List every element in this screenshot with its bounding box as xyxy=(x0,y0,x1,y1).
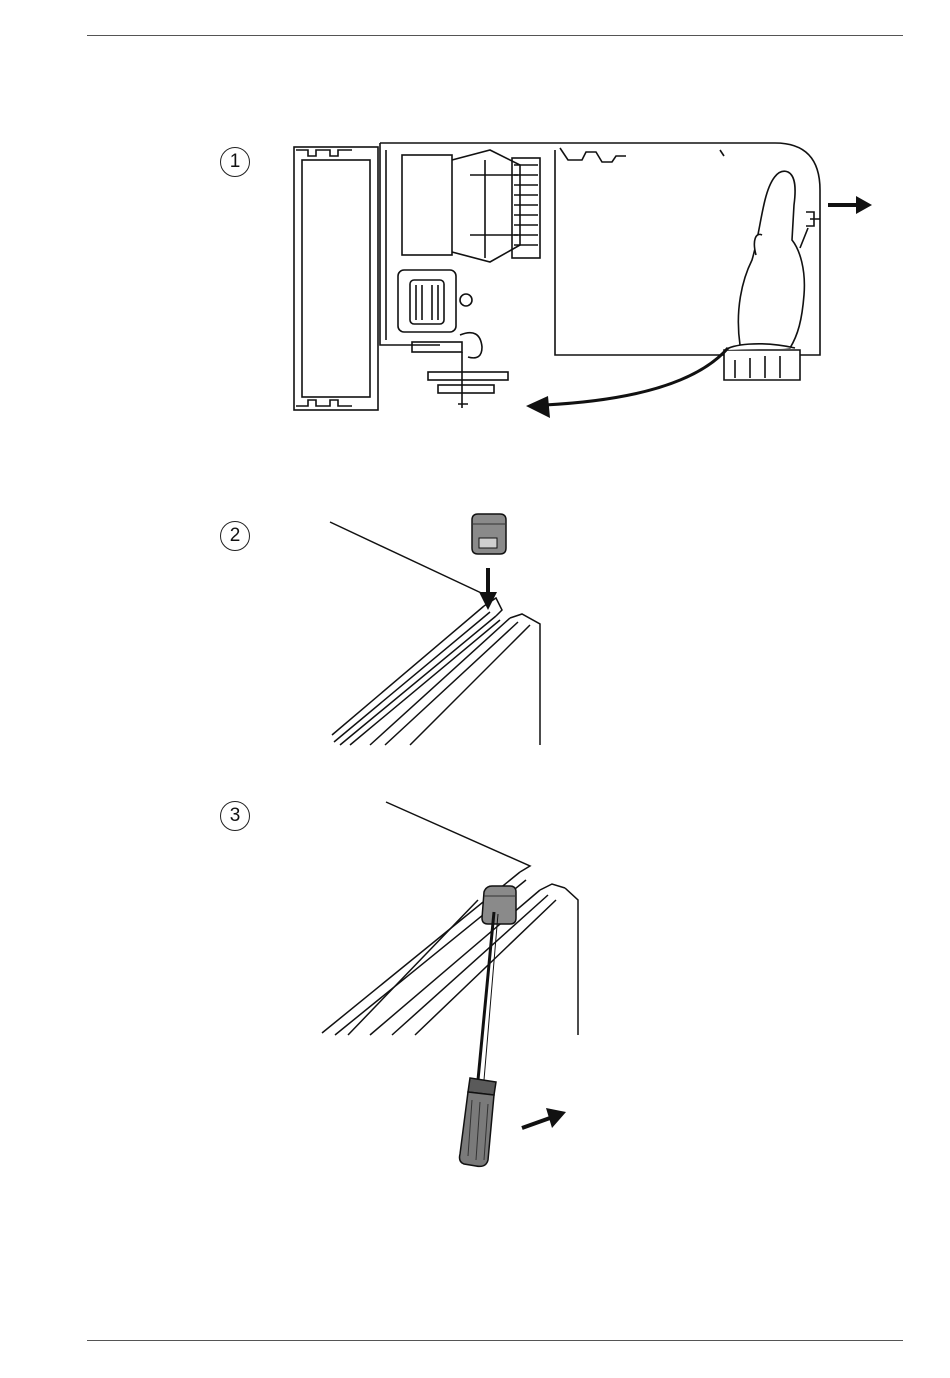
lever-arrow xyxy=(522,1108,566,1128)
end-cap xyxy=(482,886,516,924)
screwdriver xyxy=(460,912,499,1166)
profile-grooves xyxy=(322,872,578,1035)
cover-panel-edge xyxy=(386,802,530,872)
